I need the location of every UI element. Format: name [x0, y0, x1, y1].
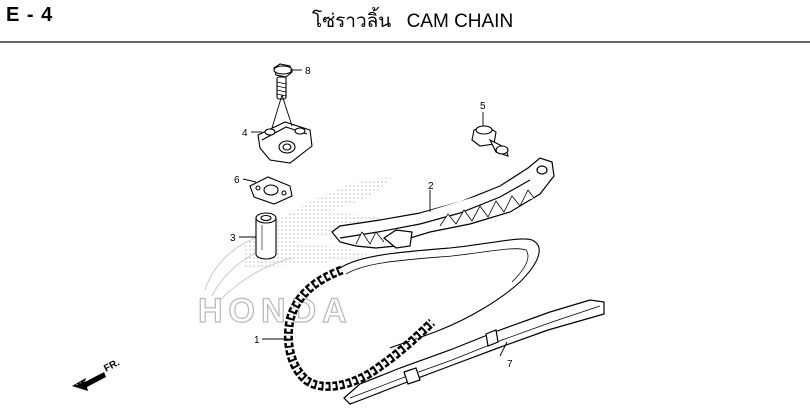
part-pivot-bolt — [471, 125, 509, 157]
page-code: E - 4 — [6, 4, 54, 26]
callout-8: 8 — [305, 66, 311, 77]
title-thai: โซ่ราวลิ้น — [312, 11, 392, 32]
part-tensioner-lifter — [255, 212, 277, 260]
header-divider — [0, 41, 810, 43]
callout-3: 3 — [230, 233, 236, 244]
part-chain-guide — [343, 299, 605, 405]
callout-7: 7 — [507, 359, 513, 370]
front-direction-arrow: FR. — [72, 357, 122, 391]
callout-1: 1 — [254, 335, 260, 346]
part-tensioner-holder — [257, 121, 313, 164]
part-bolt — [273, 63, 293, 100]
part-cam-chain — [283, 238, 540, 391]
title-english: CAM CHAIN — [406, 11, 514, 32]
part-tensioner-slider — [331, 157, 555, 249]
honda-wing-watermark — [204, 177, 392, 301]
callout-4: 4 — [242, 128, 248, 139]
leader-lines — [239, 69, 508, 357]
callout-5: 5 — [480, 101, 486, 112]
part-gasket — [249, 176, 293, 205]
page-title: โซ่ราวลิ้น CAM CHAIN — [312, 6, 513, 36]
callout-6: 6 — [234, 175, 240, 186]
callout-2: 2 — [428, 181, 434, 192]
front-direction-label: FR. — [102, 357, 122, 374]
honda-watermark-text: HONDA — [198, 292, 353, 330]
